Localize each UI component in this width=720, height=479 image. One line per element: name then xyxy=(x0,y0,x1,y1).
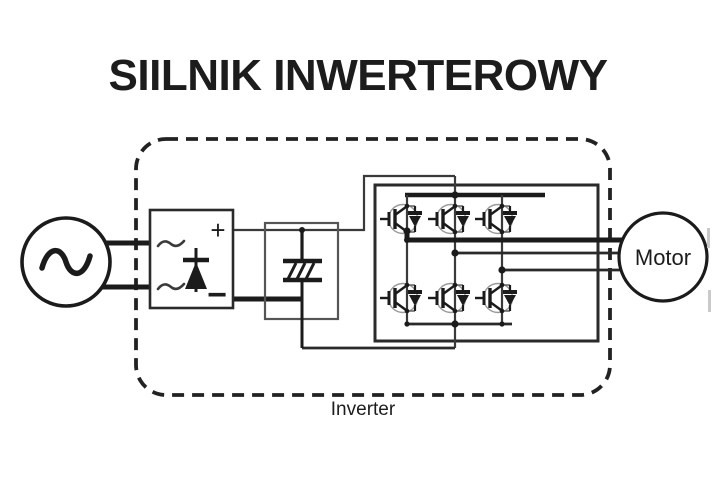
edge-artifact xyxy=(707,228,711,312)
diode-icon xyxy=(183,248,209,292)
phase-output-wires xyxy=(404,231,640,272)
ac-tilde-icon xyxy=(156,239,186,248)
dc-plus-label: + xyxy=(210,215,225,245)
ac-source xyxy=(20,216,112,308)
dc-minus-label: − xyxy=(207,276,227,314)
junction-dots xyxy=(403,191,506,328)
dc-bus-positive xyxy=(233,174,455,232)
igbt-bridge xyxy=(373,176,640,348)
ac-tilde-icon xyxy=(156,282,186,291)
dc-bus-negative xyxy=(233,296,455,350)
motor: Motor xyxy=(617,211,709,303)
inverter-label: Inverter xyxy=(331,399,396,420)
sine-wave-icon xyxy=(39,248,93,276)
motor-label: Motor xyxy=(635,245,691,270)
capacitor-icon xyxy=(283,230,322,348)
dc-link-capacitor-block xyxy=(263,221,340,348)
inverter-boundary xyxy=(134,137,612,397)
page-title: SIILNIK INWERTEROWY xyxy=(109,51,608,100)
rectifier-block: + − xyxy=(148,208,235,314)
